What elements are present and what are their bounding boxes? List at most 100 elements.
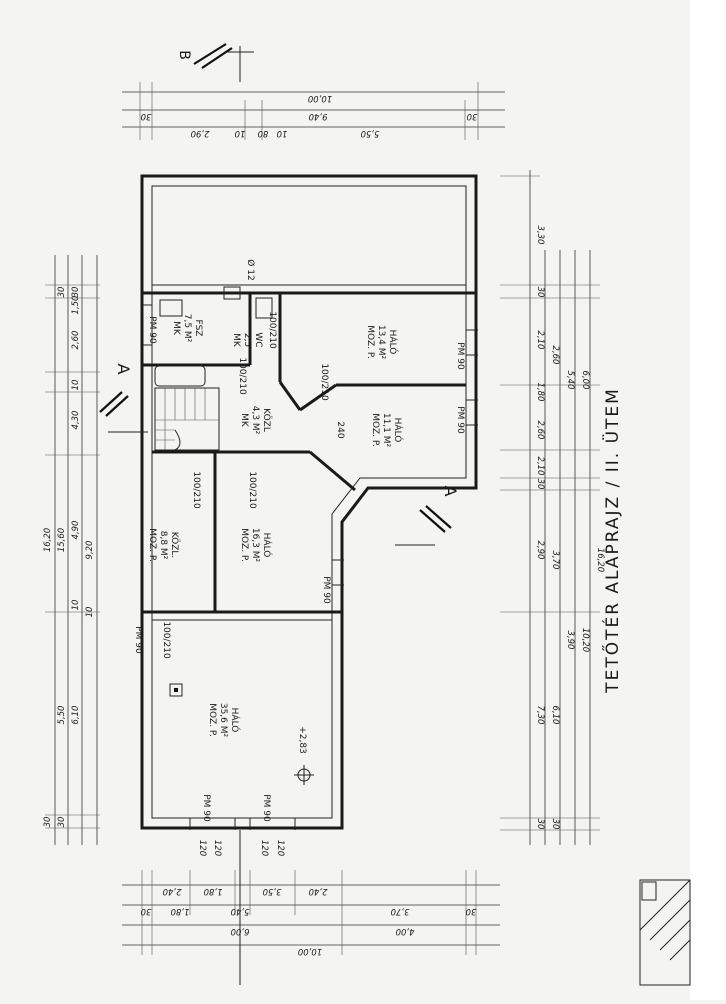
dim-left-9: 1,50: [71, 296, 81, 315]
dim-right-14: 3,90: [565, 631, 575, 650]
door-label: PM 90: [261, 794, 271, 822]
dim-top-outer: 10,00: [308, 93, 332, 103]
bathtub: [154, 365, 206, 387]
dim-bot-5: 30: [141, 906, 152, 916]
left-dimension-chain: 16,20 15,60 9,20 4,90 4,30 10 10 2,60 1,…: [43, 255, 100, 845]
room-halo-4: HÁLÓ 35,6 M² MOZ. P.: [207, 703, 241, 738]
dim-right-10: 2,90: [535, 541, 545, 560]
room-floor: MOZ. P.: [147, 528, 157, 562]
windows: [142, 304, 478, 830]
dim-bot-4: 2,40: [309, 886, 328, 896]
dim-bot-11: 4,00: [396, 926, 415, 936]
room-floor: MOZ. P.: [207, 703, 217, 737]
dim-bot-8: 3,70: [391, 906, 410, 916]
room-name: HÁLÓ: [392, 418, 404, 443]
section-a-label-right: A: [441, 486, 460, 499]
dim-right-16: 6,10: [550, 706, 560, 725]
room-halo-3: HÁLÓ 16,3 M² MOZ. P.: [239, 528, 273, 563]
dim-left-12: 5,50: [57, 706, 67, 725]
dim-right-8: 2,10: [535, 457, 545, 476]
room-floor: MOZ. P.: [370, 413, 380, 447]
dim-right-6: 1,80: [535, 383, 545, 402]
dim-bot-12: 10,00: [298, 946, 322, 956]
dim-right-2: 2,10: [535, 331, 545, 350]
dim-right-13: 10,20: [580, 628, 590, 652]
opening-label: 100/210: [319, 363, 329, 401]
room-name: FSZ: [193, 320, 203, 337]
bottom-dimension-chain: 2,40 1,80 3,50 2,40 30 1,80 5,40 3,70 30…: [122, 830, 500, 985]
dim-bot-9: 30: [466, 906, 477, 916]
dim-left-16: 10: [85, 607, 95, 618]
dim-left-6: 10: [71, 380, 81, 391]
room-floor: MOZ. P.: [239, 528, 249, 562]
section-b-marker: B: [176, 43, 254, 82]
room-kozl-2: KÖZL. 8,8 M² MOZ. P.: [147, 528, 180, 562]
level-marker: [294, 765, 314, 785]
dim-bot-7: 5,40: [231, 906, 250, 916]
building-walls: [140, 174, 478, 830]
room-area: 4,3 M²: [250, 406, 260, 435]
door-label: PM 90: [201, 794, 211, 822]
dim-right-top: 3,30: [535, 226, 545, 245]
dim-left-1: 16,20: [43, 528, 53, 552]
dim-right-3: 2,60: [550, 346, 560, 365]
door-label: PM 90: [321, 576, 331, 604]
washbasin: [159, 299, 183, 317]
opening-label: 100/210: [161, 621, 171, 659]
opening-label: 100/210: [191, 471, 201, 509]
dim-right-18: 30: [550, 819, 560, 830]
room-halo-2: HÁLÓ 11,1 M² MOZ. P.: [370, 413, 404, 448]
paper-margin: [690, 0, 726, 1000]
drawing-title-text: TETŐTÉR ALAPRAJZ / II. ÜTEM: [601, 387, 623, 694]
dim-bot-10: 6,00: [231, 926, 250, 936]
dim-left-13: 6,10: [71, 706, 81, 725]
level-label: +2,83: [297, 726, 307, 754]
dim-left-4: 4,90: [71, 521, 81, 540]
room-area: 13,4 M²: [376, 325, 386, 360]
toilet: [255, 297, 273, 319]
section-a-marker-left: A: [99, 364, 148, 433]
roof-thumbnail: [639, 879, 691, 986]
section-b-label: B: [176, 50, 192, 62]
room-floor: MOZ. P.: [365, 325, 375, 359]
room-kozl-1: KÖZL 4,3 M² MK: [239, 406, 272, 435]
dim-left-15: 30: [57, 817, 67, 828]
room-wc: WC 2,5 MK: [231, 332, 263, 348]
dim-left-11: 30: [57, 287, 67, 298]
dim-right-1: 30: [535, 287, 545, 298]
room-name: HÁLÓ: [261, 533, 273, 558]
window-mark: 120: [197, 840, 207, 856]
dim-right-17: 30: [535, 819, 545, 830]
window-mark: 120: [259, 840, 269, 856]
opening-label: 100/210: [247, 471, 257, 509]
room-name: WC: [253, 332, 263, 347]
dim-top-3: 80: [258, 128, 269, 138]
opening-label: 100/210: [237, 357, 247, 395]
dim-right-7: 2,60: [535, 421, 545, 440]
dim-bot-1: 2,40: [163, 886, 182, 896]
door-label: PM 90: [455, 406, 465, 434]
drawing-title: TETŐTÉR ALAPRAJZ / II. ÜTEM: [601, 387, 623, 694]
room-name: KÖZL: [261, 408, 272, 432]
room-area: 8,8 M²: [158, 531, 168, 560]
door-label: PM 90: [455, 342, 465, 370]
dim-left-8: 2,60: [71, 331, 81, 350]
room-floor: MK: [171, 321, 181, 336]
door-label: PM 90: [147, 316, 157, 344]
room-floor: MK: [239, 413, 249, 428]
dim-left-14: 30: [43, 817, 53, 828]
dim-right-5: 6,00: [580, 371, 590, 390]
dim-top-5: 5,50: [361, 128, 380, 138]
room-halo-1: HÁLÓ 13,4 M² MOZ. P.: [365, 325, 399, 360]
dim-bot-2: 1,80: [204, 886, 223, 896]
dim-left-10: 30: [71, 287, 81, 298]
dim-bot-6: 1,80: [171, 906, 190, 916]
dim-top-1: 2,90: [191, 128, 210, 138]
dim-left-5: 4,30: [71, 411, 81, 430]
window-mark: 120: [212, 840, 222, 856]
opening-label: 100/210: [267, 311, 277, 349]
dim-left-2: 15,60: [57, 528, 67, 552]
room-floor: MK: [231, 333, 241, 348]
section-a-label-left: A: [114, 364, 133, 377]
